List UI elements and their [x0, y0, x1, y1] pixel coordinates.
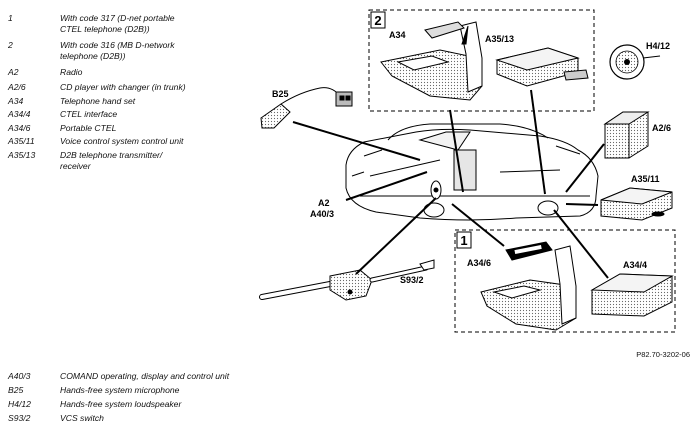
d2b-transmitter-illustration — [495, 47, 589, 87]
legend-text: D2B telephone transmitter/ — [60, 150, 163, 160]
legend-code: A35/13 — [8, 150, 36, 160]
legend-text: Hands-free system loudspeaker — [60, 399, 182, 409]
leader-line — [292, 121, 421, 161]
portable-ctel-cradle-illustration — [480, 241, 577, 331]
leader-line — [355, 197, 437, 275]
legend-code: A35/11 — [8, 136, 35, 146]
label-a35-11: A35/11 — [631, 174, 660, 184]
label-h4-12: H4/12 — [646, 41, 670, 51]
legend-code: A34/4 — [8, 109, 31, 119]
label-a34: A34 — [389, 30, 406, 40]
legend-code: 2 — [8, 40, 13, 50]
legend-code: H4/12 — [8, 399, 31, 409]
telephone-handset-cradle-illustration — [380, 21, 483, 101]
legend-code: A40/3 — [8, 371, 31, 381]
legend-text: CD player with changer (in trunk) — [60, 82, 186, 92]
legend-text: Portable CTEL — [60, 123, 117, 133]
legend-text: receiver — [60, 161, 91, 171]
microphone-illustration — [260, 87, 353, 129]
label-a34-4: A34/4 — [623, 260, 647, 270]
legend-top: 1 With code 317 (D-net portable CTEL tel… — [8, 13, 248, 178]
legend-code: A2/6 — [8, 82, 26, 92]
legend-code: A2 — [8, 67, 19, 77]
vehicle-outline-illustration — [345, 123, 599, 221]
legend-text: Radio — [60, 67, 83, 77]
leader-line — [345, 171, 428, 201]
voice-control-unit-illustration — [600, 187, 673, 221]
legend-text: Telephone hand set — [60, 96, 136, 106]
option-box-1: 1 — [454, 229, 676, 333]
label-a34-6: A34/6 — [467, 258, 491, 268]
leader-line — [553, 209, 609, 279]
legend-text: CTEL telephone (D2B)) — [60, 24, 150, 34]
cd-changer-illustration — [603, 111, 650, 159]
label-a40-3: A40/3 — [310, 209, 334, 219]
figure-reference: P82.70-3202-06 — [636, 350, 690, 359]
loudspeaker-illustration — [609, 44, 661, 80]
legend-bottom: A40/3 COMAND operating, display and cont… — [8, 371, 338, 427]
legend-text: VCS switch — [60, 413, 104, 423]
legend-code: 1 — [8, 13, 13, 23]
legend-code: S93/2 — [8, 413, 31, 423]
leader-line — [565, 203, 599, 206]
component-labels: A34 A35/13 H4/12 B25 A2/6 A35/11 A2 A40/… — [272, 30, 671, 285]
vcs-switch-illustration — [259, 259, 435, 301]
legend-text: Hands-free system microphone — [60, 385, 180, 395]
legend-text: telephone (D2B)) — [60, 51, 126, 61]
legend-text: COMAND operating, display and control un… — [60, 371, 230, 381]
label-a35-13: A35/13 — [485, 34, 514, 44]
ctel-interface-illustration — [590, 273, 674, 317]
label-b25: B25 — [272, 89, 289, 99]
option-box-2: 2 — [368, 9, 595, 112]
legend-code: A34 — [8, 96, 24, 106]
box1-number: 1 — [460, 233, 467, 248]
legend-code: A34/6 — [8, 123, 31, 133]
box2-number: 2 — [374, 13, 381, 28]
leader-line — [449, 109, 464, 193]
legend-code: B25 — [8, 385, 24, 395]
legend-text: CTEL interface — [60, 109, 118, 119]
leader-line — [565, 143, 605, 193]
legend-text: Voice control system control unit — [60, 136, 184, 146]
leader-line — [530, 89, 546, 195]
leader-line — [451, 203, 505, 247]
leader-lines — [292, 89, 609, 279]
legend-text: With code 317 (D-net portable — [60, 13, 175, 23]
label-a2: A2 — [318, 198, 330, 208]
label-a2-6: A2/6 — [652, 123, 671, 133]
legend-text: With code 316 (MB D-network — [60, 40, 175, 50]
label-s93-2: S93/2 — [400, 275, 424, 285]
